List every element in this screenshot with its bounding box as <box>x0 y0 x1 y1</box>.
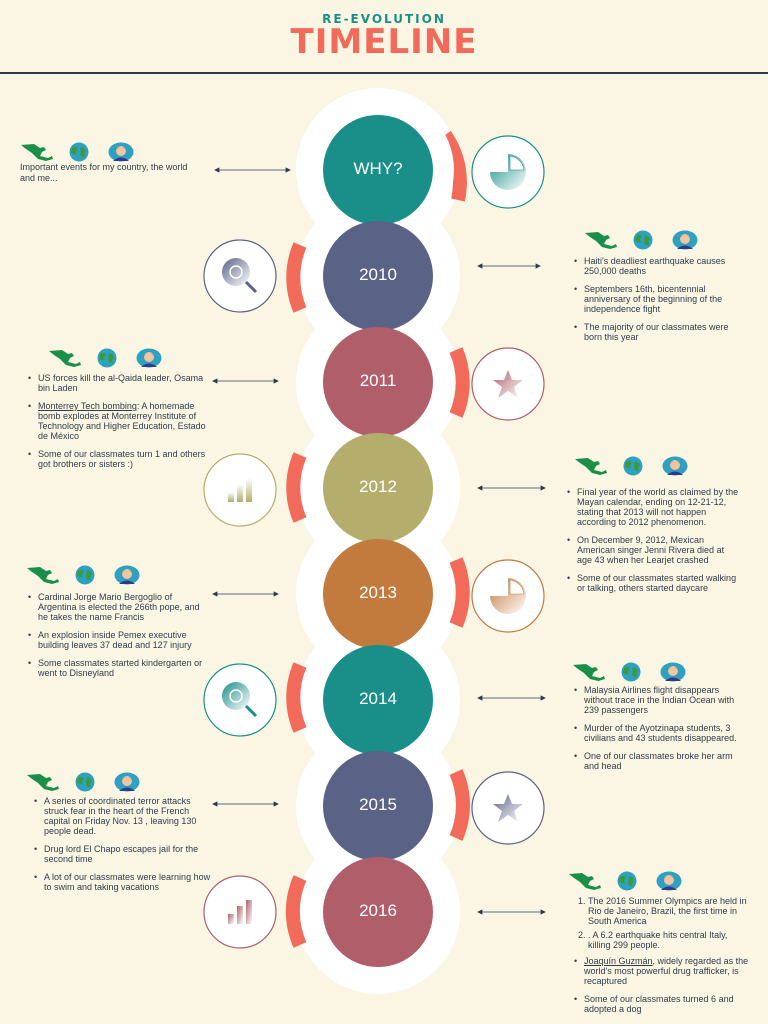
icon-row-2012 <box>574 456 688 478</box>
star-icon <box>471 771 545 845</box>
icon-row-2011 <box>48 348 162 370</box>
list-item: Some classmates started kindergarten or … <box>26 658 212 678</box>
person-icon <box>656 871 682 891</box>
globe-icon <box>633 230 653 250</box>
pie-chart-icon <box>471 135 545 209</box>
header-supertitle: RE-EVOLUTION <box>322 12 446 26</box>
icon-row-2016 <box>568 871 682 893</box>
events-2012: Final year of the world as claimed by th… <box>565 487 740 601</box>
mexico-map-icon <box>573 664 605 681</box>
icon-row-2013 <box>26 565 140 587</box>
milestone-label-2014: 2014 <box>359 689 397 708</box>
icon-row-intro <box>20 142 134 164</box>
icon-row-2014 <box>572 662 686 684</box>
list-item: Malaysia Airlines flight disappears with… <box>572 685 747 715</box>
list-item: An explosion inside Pemex executive buil… <box>26 630 212 650</box>
milestone-label-2015: 2015 <box>359 795 397 814</box>
bar-chart-icon <box>203 453 277 527</box>
list-item: One of our classmates broke her arm and … <box>572 751 747 771</box>
list-item: Haiti's deadliest earthquake causes 250,… <box>572 256 747 276</box>
list-item: A lot of our classmates were learning ho… <box>32 872 212 892</box>
person-icon <box>660 662 686 682</box>
milestone-2013 <box>323 539 433 649</box>
events-2010: Haiti's deadliest earthquake causes 250,… <box>572 256 747 350</box>
bar-chart-icon <box>203 875 277 949</box>
list-item: Monterrey Tech bombing: A homemade bomb … <box>26 401 212 441</box>
globe-icon <box>617 871 637 891</box>
mexico-map-icon <box>21 144 53 161</box>
milestone-why <box>323 115 433 225</box>
milestone-2016 <box>323 857 433 967</box>
milestone-label-2012: 2012 <box>359 477 397 496</box>
person-icon <box>672 230 698 250</box>
list-item: Murder of the Ayotzinapa students, 3 civ… <box>572 723 747 743</box>
list-item: Joaquín Guzmán, widely regarded as the w… <box>572 956 752 986</box>
mexico-map-icon <box>585 232 617 249</box>
milestone-label-2010: 2010 <box>359 265 397 284</box>
list-item: . A 6.2 earthquake hits central Italy, k… <box>588 930 752 950</box>
header: RE-EVOLUTION TIMELINE <box>0 0 768 74</box>
list-item: Final year of the world as claimed by th… <box>565 487 740 527</box>
milestone-2012 <box>323 433 433 543</box>
person-icon <box>662 456 688 476</box>
person-icon <box>108 142 134 162</box>
page-title: TIMELINE <box>290 22 478 62</box>
list-item: The 2016 Summer Olympics are held in Rio… <box>588 896 752 926</box>
person-icon <box>114 772 140 792</box>
pie-chart-icon <box>471 559 545 633</box>
globe-icon <box>621 662 641 682</box>
globe-icon <box>623 456 643 476</box>
mexico-map-icon <box>569 873 601 890</box>
milestone-label-2013: 2013 <box>359 583 397 602</box>
milestone-2014 <box>323 645 433 755</box>
list-item: On December 9, 2012, Mexican American si… <box>565 535 740 565</box>
icon-row-2010 <box>584 230 698 252</box>
milestone-2015 <box>323 751 433 861</box>
globe-icon <box>97 348 117 368</box>
globe-icon <box>75 565 95 585</box>
list-item: Septembers 16th, bicentennial anniversar… <box>572 284 747 314</box>
events-2013: Cardinal Jorge Mario Bergoglio of Argent… <box>26 592 212 686</box>
events-2016: The 2016 Summer Olympics are held in Rio… <box>572 896 752 1022</box>
mexico-map-icon <box>49 350 81 367</box>
person-icon <box>114 565 140 585</box>
list-item: Some of our classmates turn 1 and others… <box>26 449 212 469</box>
milestone-label-why: WHY? <box>353 159 403 178</box>
events-2015: A series of coordinated terror attacks s… <box>32 796 212 900</box>
list-item: Some of our classmates started walking o… <box>565 573 740 593</box>
joaquin-guzman-link[interactable]: Joaquín Guzmán <box>584 956 653 966</box>
icon-row-2015 <box>26 772 140 794</box>
list-item: Some of our classmates turned 6 and adop… <box>572 994 752 1014</box>
globe-icon <box>75 772 95 792</box>
list-item: A series of coordinated terror attacks s… <box>32 796 212 836</box>
person-icon <box>136 348 162 368</box>
search-icon <box>203 239 277 313</box>
monterrey-tech-link[interactable]: Monterrey Tech bombing <box>38 401 137 411</box>
connector-arrows <box>212 167 546 915</box>
list-item: US forces kill the al-Qaida leader, Osam… <box>26 373 212 393</box>
milestone-label-2016: 2016 <box>359 901 397 920</box>
milestone-2010 <box>323 221 433 331</box>
list-item: The majority of our classmates were born… <box>572 322 747 342</box>
star-icon <box>471 347 545 421</box>
milestone-2011 <box>323 327 433 437</box>
list-item: Drug lord El Chapo escapes jail for the … <box>32 844 212 864</box>
globe-icon <box>69 142 89 162</box>
search-icon <box>203 663 277 737</box>
events-2014: Malaysia Airlines flight disappears with… <box>572 685 747 779</box>
events-2011: US forces kill the al-Qaida leader, Osam… <box>26 373 212 477</box>
mexico-map-icon <box>27 774 59 791</box>
intro-text: Important events for my country, the wor… <box>20 162 188 183</box>
mexico-map-icon <box>27 567 59 584</box>
mexico-map-icon <box>575 458 607 475</box>
list-item: Cardinal Jorge Mario Bergoglio of Argent… <box>26 592 212 622</box>
milestone-label-2011: 2011 <box>359 371 397 390</box>
